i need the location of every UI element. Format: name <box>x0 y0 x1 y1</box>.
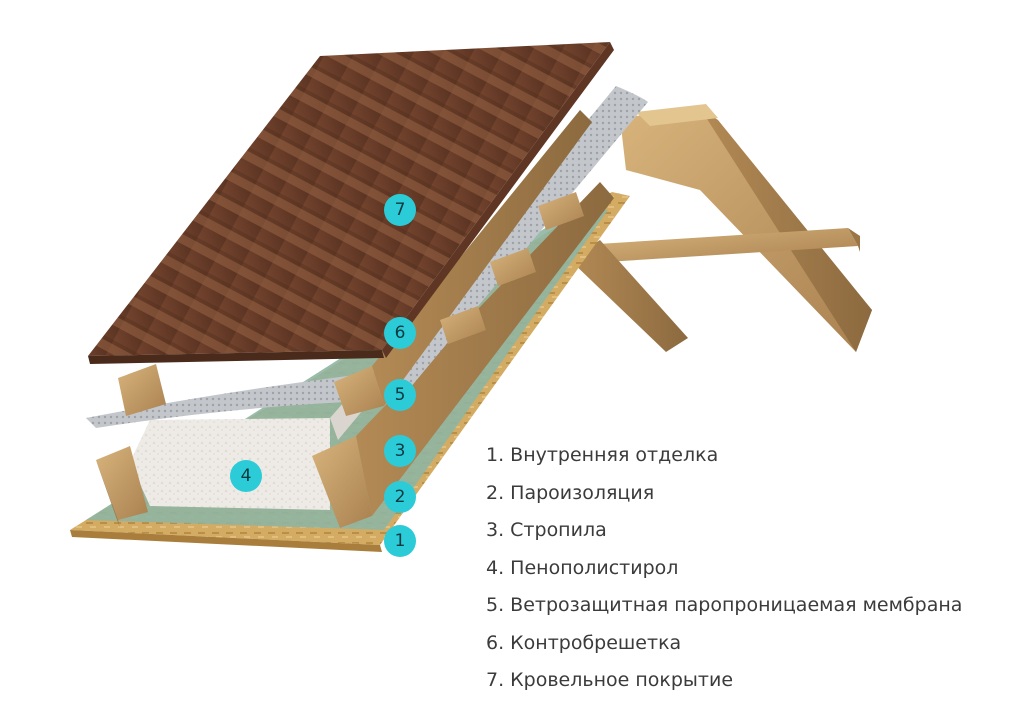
rafter-back-left <box>570 240 688 352</box>
rafter-back-right <box>620 104 872 352</box>
layer-roofing <box>88 42 614 364</box>
legend-item: 6. Контробрешетка <box>486 631 682 654</box>
layer-rafters <box>96 182 614 528</box>
layer-marker-3: 3 <box>384 435 416 467</box>
collar-tie <box>598 228 860 262</box>
legend-item: 3. Стропила <box>486 519 607 541</box>
legend-item: 7. Кровельное покрытие <box>486 669 734 691</box>
layer-counter-batten <box>118 110 592 416</box>
layer-marker-6: 6 <box>384 317 416 349</box>
legend-item: 4. Пенополистирол <box>486 556 679 579</box>
legend-item: 5. Ветрозащитная паропроницаемая мембран… <box>486 594 963 616</box>
layer-legend: 1. Внутренняя отделка 2. Пароизоляция 3.… <box>486 440 962 703</box>
legend-item: 1. Внутренняя отделка <box>486 444 719 466</box>
legend-item: 2. Пароизоляция <box>486 481 655 504</box>
layer-marker-4: 4 <box>230 460 262 492</box>
layer-marker-1: 1 <box>384 525 416 557</box>
layer-marker-2: 2 <box>384 481 416 513</box>
layer-marker-5: 5 <box>384 379 416 411</box>
layer-marker-7: 7 <box>384 194 416 226</box>
layer-wind-membrane <box>86 86 648 428</box>
